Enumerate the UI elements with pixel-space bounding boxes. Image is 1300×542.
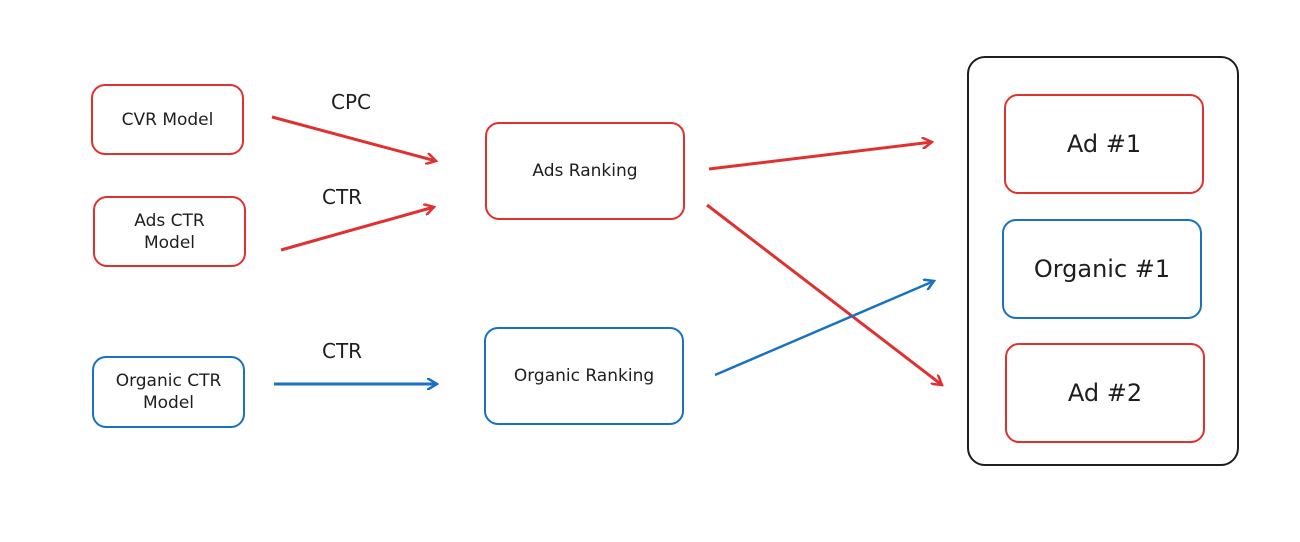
organic-ctr-model-label: Organic CTR Model	[115, 371, 222, 413]
ad2-label: Ad #2	[1067, 379, 1143, 407]
arrow-ads-ctr-to-ads-ranking	[280, 207, 434, 252]
arrow-organic-ranking-to-organic1	[714, 281, 934, 377]
arrow-ads-ranking-to-ad1	[708, 142, 932, 171]
ad1-slot[interactable]: Ad #1	[1004, 94, 1204, 194]
organic1-label: Organic #1	[1033, 255, 1171, 283]
organic-ctr-model-node[interactable]: Organic CTR Model	[92, 356, 245, 428]
edge-label-ads-ctr: CTR	[322, 185, 363, 209]
ad1-label: Ad #1	[1066, 130, 1142, 158]
ads-ctr-model-node[interactable]: Ads CTR Model	[93, 196, 246, 267]
ads-ctr-model-label: Ads CTR Model	[134, 210, 205, 253]
arrow-cvr-to-ads-ranking	[271, 115, 436, 161]
ads-ranking-node[interactable]: Ads Ranking	[485, 122, 685, 220]
arrow-ads-ranking-to-ad2	[706, 203, 942, 385]
organic-ranking-node[interactable]: Organic Ranking	[484, 327, 684, 425]
cvr-model-label: CVR Model	[121, 109, 214, 130]
ad2-slot[interactable]: Ad #2	[1005, 343, 1205, 443]
edge-label-organic-ctr: CTR	[322, 339, 363, 363]
edge-label-cpc: CPC	[331, 90, 371, 114]
cvr-model-node[interactable]: CVR Model	[91, 84, 244, 155]
organic1-slot[interactable]: Organic #1	[1002, 219, 1202, 319]
ads-ranking-label: Ads Ranking	[532, 161, 638, 181]
organic-ranking-label: Organic Ranking	[513, 366, 655, 386]
